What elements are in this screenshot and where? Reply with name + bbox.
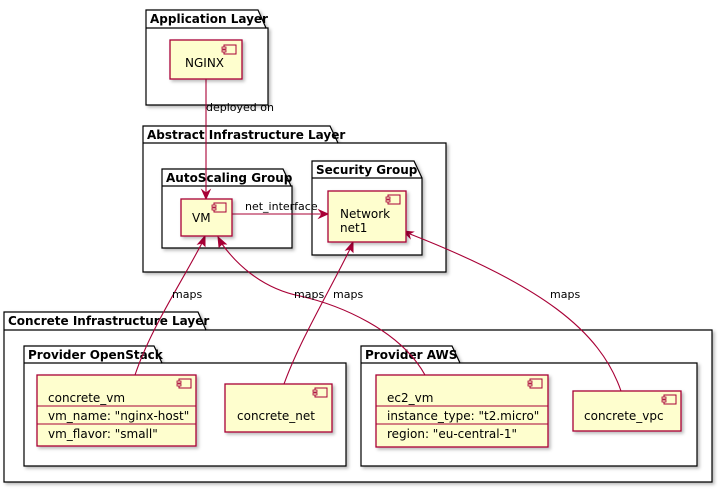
component-icon xyxy=(527,378,543,389)
edge-maps-vm-openstack: maps xyxy=(134,234,206,376)
package-label-openstack: Provider OpenStack xyxy=(28,348,164,362)
package-label-concrete: Concrete Infrastructure Layer xyxy=(8,314,209,328)
component-vm[interactable]: VM xyxy=(180,198,233,237)
edge-label-deployed-on: deployed on xyxy=(206,101,274,114)
attribute-region: region: "eu-central-1" xyxy=(387,427,517,441)
edge-deployed-on: deployed on xyxy=(200,79,274,201)
component-label-nginx: NGINX xyxy=(185,56,224,70)
component-label-network-name: Network xyxy=(340,207,390,221)
component-label-concrete-vpc: concrete_vpc xyxy=(584,409,664,423)
component-icon xyxy=(221,44,237,55)
edge-label-maps-vm-openstack: maps xyxy=(172,288,202,301)
component-concrete-vpc[interactable]: concrete_vpc xyxy=(572,390,682,432)
component-label-vm: VM xyxy=(192,211,211,225)
component-label-concrete-vm: concrete_vm xyxy=(48,391,125,405)
component-nginx[interactable]: NGINX xyxy=(169,39,243,80)
component-label-concrete-net: concrete_net xyxy=(237,409,315,423)
package-label-abstract: Abstract Infrastructure Layer xyxy=(147,128,345,142)
package-label-application: Application Layer xyxy=(150,12,268,26)
edge-label-maps-vpc: maps xyxy=(550,288,580,301)
package-label-autoscaling: AutoScaling Group xyxy=(166,171,293,185)
edge-maps-net: maps xyxy=(283,240,363,385)
component-network[interactable]: Network net1 xyxy=(327,190,407,243)
component-label-ec2-vm: ec2_vm xyxy=(387,391,433,405)
component-icon xyxy=(385,194,401,205)
component-icon xyxy=(211,202,227,213)
edge-maps-vm-aws: maps xyxy=(217,235,426,376)
edge-label-maps-net: maps xyxy=(333,288,363,301)
edge-net-interface: net_interface xyxy=(232,200,330,220)
component-concrete-vm[interactable]: concrete_vm vm_name: "nginx-host" vm_fla… xyxy=(36,374,197,447)
component-icon xyxy=(661,394,677,405)
attribute-vm-flavor: vm_flavor: "small" xyxy=(48,427,158,441)
attribute-instance-type: instance_type: "t2.micro" xyxy=(387,409,539,423)
component-icon xyxy=(176,378,192,389)
component-icon xyxy=(312,387,328,398)
package-label-security: Security Group xyxy=(316,163,418,177)
attribute-vm-name: vm_name: "nginx-host" xyxy=(48,409,189,423)
edge-label-net-interface: net_interface xyxy=(245,200,318,213)
edge-label-maps-vm-aws: maps xyxy=(294,288,324,301)
component-concrete-net[interactable]: concrete_net xyxy=(224,383,333,433)
edge-maps-vpc: maps xyxy=(401,230,622,392)
component-label-network-id: net1 xyxy=(340,221,367,235)
component-ec2-vm[interactable]: ec2_vm instance_type: "t2.micro" region:… xyxy=(375,374,549,448)
